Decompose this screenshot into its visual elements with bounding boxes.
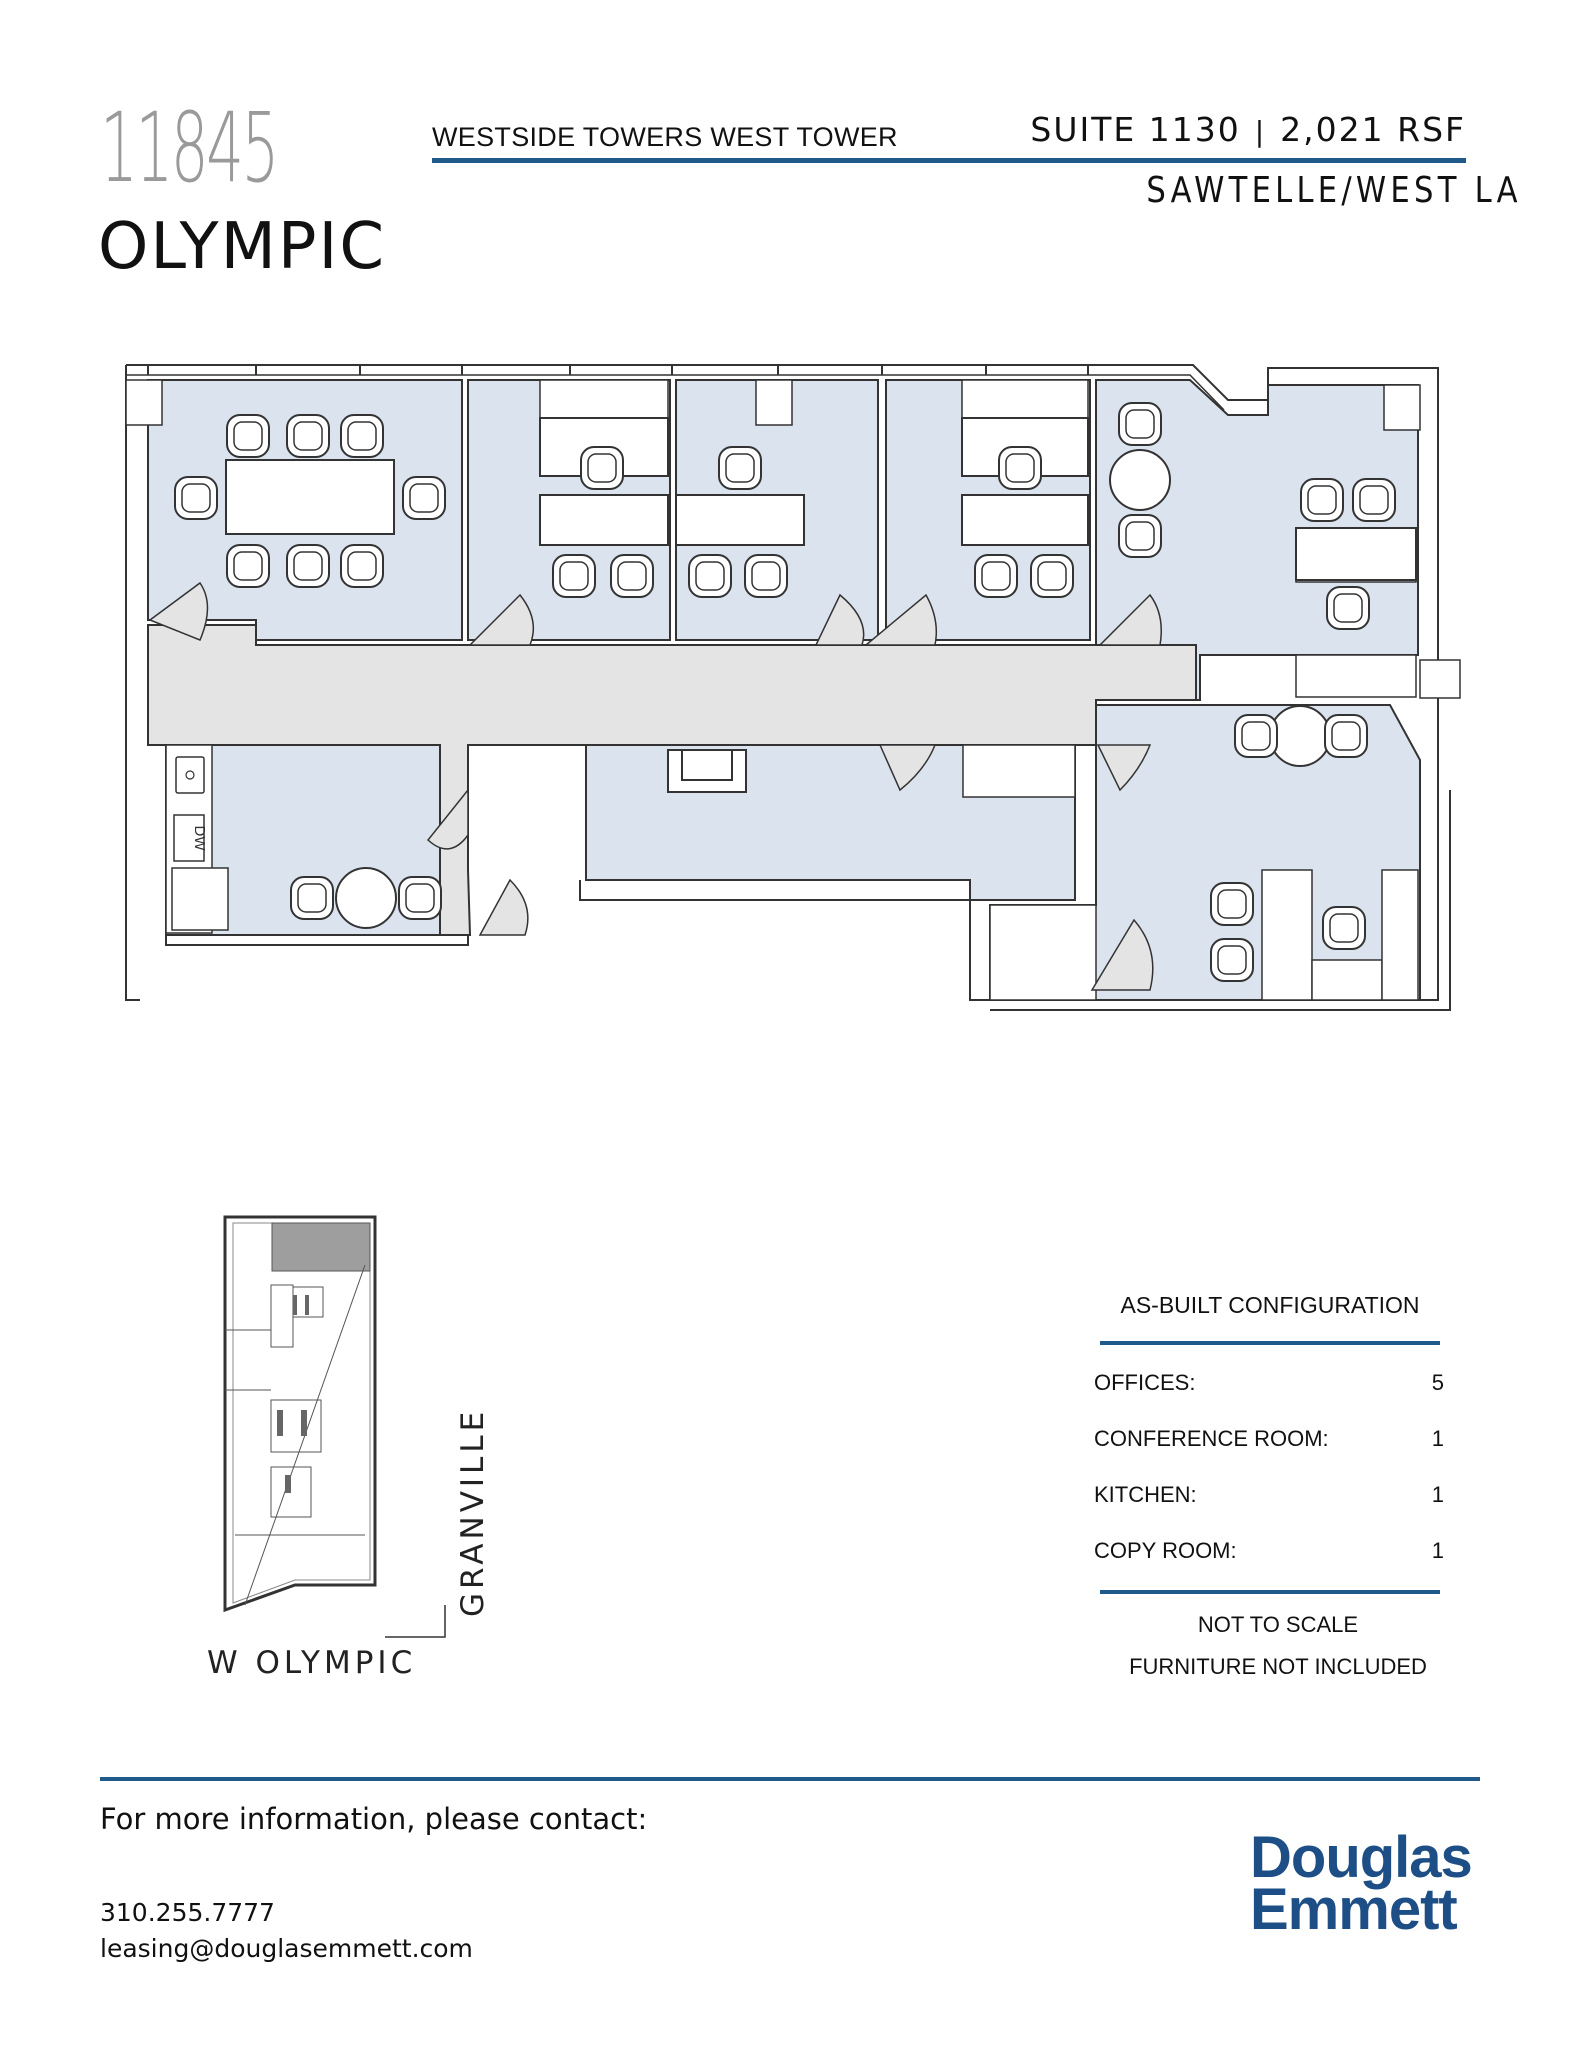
- config-row: CONFERENCE ROOM: 1: [1094, 1426, 1444, 1452]
- dishwasher: [173, 814, 205, 862]
- suite-separator: |: [1254, 115, 1267, 148]
- key-plan: [223, 1215, 446, 1638]
- suite-highlight: [271, 1222, 371, 1272]
- footer-rule: [100, 1777, 1480, 1781]
- rsf: 2,021 RSF: [1280, 110, 1466, 149]
- suite-number: SUITE 1130: [1030, 110, 1241, 149]
- address-number: 11845: [100, 92, 279, 204]
- config-rule-bottom: [1100, 1590, 1440, 1594]
- config-title: AS-BUILT CONFIGURATION: [1120, 1292, 1420, 1318]
- submarket: SAWTELLE/WEST LA: [1146, 170, 1522, 211]
- config-value: 1: [1431, 1482, 1444, 1507]
- config-row: OFFICES: 5: [1094, 1370, 1444, 1396]
- contact-email[interactable]: leasing@douglasemmett.com: [100, 1934, 473, 1963]
- contact-heading: For more information, please contact:: [100, 1802, 648, 1836]
- douglas-emmett-logo: Douglas Emmett: [1250, 1825, 1480, 1943]
- sink-icon: [175, 756, 205, 794]
- conference-table: [225, 459, 395, 535]
- building-name: WESTSIDE TOWERS WEST TOWER: [432, 122, 898, 152]
- floor-plan: DW: [125, 364, 1461, 1011]
- suite-info: SUITE 1130 | 2,021 RSF: [1010, 110, 1466, 149]
- config-label: COPY ROOM:: [1094, 1538, 1237, 1563]
- logo-line-2: Emmett: [1250, 1877, 1458, 1943]
- config-label: KITCHEN:: [1094, 1482, 1197, 1507]
- config-value: 1: [1431, 1538, 1444, 1563]
- config-row: COPY ROOM: 1: [1094, 1538, 1444, 1564]
- config-label: OFFICES:: [1094, 1370, 1196, 1395]
- dishwasher-label: DW: [191, 826, 208, 852]
- logo-line-1: Douglas: [1250, 1825, 1473, 1890]
- note-furniture: FURNITURE NOT INCLUDED: [1129, 1654, 1427, 1679]
- address-street: OLYMPIC: [98, 210, 386, 284]
- street-leader: [385, 1605, 446, 1638]
- header-rule: [432, 158, 1466, 163]
- note-not-to-scale: NOT TO SCALE: [1197, 1612, 1359, 1637]
- street-granville: GRANVILLE: [455, 1407, 491, 1617]
- corridor: [147, 624, 1197, 936]
- window-mullions: [147, 365, 1089, 375]
- contact-phone[interactable]: 310.255.7777: [100, 1898, 275, 1927]
- config-label: CONFERENCE ROOM:: [1094, 1426, 1329, 1451]
- config-rule-top: [1100, 1341, 1440, 1345]
- config-value: 5: [1431, 1370, 1444, 1395]
- config-row: KITCHEN: 1: [1094, 1482, 1444, 1508]
- config-value: 1: [1431, 1426, 1444, 1451]
- street-w-olympic: W OLYMPIC: [207, 1645, 417, 1681]
